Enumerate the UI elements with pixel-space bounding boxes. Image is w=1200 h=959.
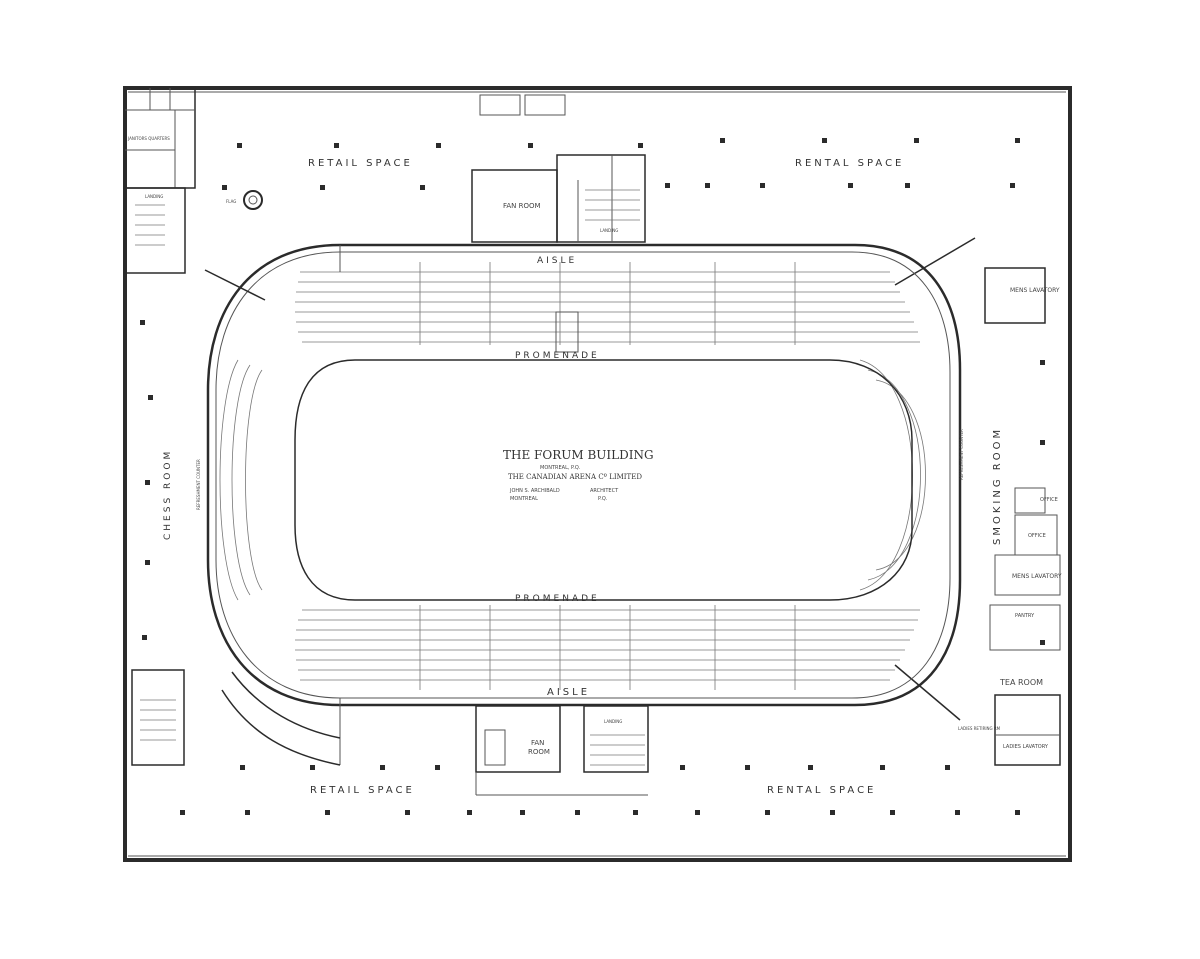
- structural-columns: [140, 138, 1045, 815]
- building-outline: [123, 86, 1072, 862]
- plan-labels: RETAIL SPACE RENTAL SPACE RETAIL SPACE R…: [127, 136, 1062, 796]
- label-rental-bottom-left: RETAIL SPACE: [310, 785, 415, 796]
- label-fan-room-bottom-2: ROOM: [528, 748, 550, 756]
- bottom-left-service-rooms: [131, 669, 185, 766]
- label-landing-top: LANDING: [600, 228, 618, 233]
- label-landing-bottom: LANDING: [604, 719, 622, 724]
- label-aisle-bottom: AISLE: [547, 687, 590, 698]
- top-left-service-rooms: [124, 87, 196, 274]
- label-rental-bottom-right: RENTAL SPACE: [767, 785, 876, 796]
- label-smoking-room: SMOKING ROOM: [992, 427, 1003, 545]
- title-block: THE FORUM BUILDING MONTREAL, P.Q. THE CA…: [503, 448, 654, 502]
- label-chess-room: CHESS ROOM: [163, 449, 173, 540]
- plan-title: THE FORUM BUILDING: [503, 448, 654, 462]
- plan-architect-role: ARCHITECT: [590, 488, 619, 494]
- label-flag: FLAG: [226, 199, 236, 204]
- plan-location: MONTREAL, P.Q.: [540, 465, 581, 471]
- plan-architect-city: MONTREAL: [510, 496, 538, 502]
- bottom-left-ramp: [204, 269, 341, 766]
- label-refreshment-counter-right: REFRESHMENT COUNTER: [959, 429, 964, 480]
- label-promenade-top: PROMENADE: [515, 351, 600, 361]
- label-ladies-retiring: LADIES RETIRING RM: [958, 726, 1001, 731]
- label-refreshment-counter-left: REFRESHMENT COUNTER: [196, 459, 201, 510]
- label-fan-room-bottom-1: FAN: [531, 739, 544, 747]
- label-aisle-top: AISLE: [537, 256, 577, 266]
- label-office: OFFICE: [1040, 497, 1058, 503]
- top-fan-room-block: [471, 94, 646, 243]
- arena-floor: [294, 245, 913, 765]
- label-promenade-bottom: PROMENADE: [515, 594, 600, 604]
- label-fan-room-top: FAN ROOM: [503, 202, 541, 210]
- label-tea-room: TEA ROOM: [999, 678, 1043, 687]
- label-ladies-lavatory: LADIES LAVATORY: [1003, 744, 1049, 750]
- label-mens-lavatory-top: MENS LAVATORY: [1010, 287, 1060, 294]
- label-janitors-quarters: JANITORS QUARTERS: [127, 136, 170, 141]
- label-office-2: OFFICE: [1028, 533, 1046, 539]
- label-rental-top-left: RETAIL SPACE: [308, 158, 413, 169]
- label-mens-lavatory-right: MENS LAVATORY: [1012, 573, 1062, 580]
- right-side-rooms: [894, 237, 1061, 766]
- plan-owner: THE CANADIAN ARENA Cº LIMITED: [508, 473, 642, 481]
- label-landing-left: LANDING: [145, 194, 163, 199]
- label-rental-top-right: RENTAL SPACE: [795, 158, 904, 169]
- seating-top: [295, 262, 920, 345]
- plan-architect-name: JOHN S. ARCHIBALD: [509, 488, 560, 494]
- plan-architect-prov: P.Q.: [598, 496, 608, 502]
- label-pantry: PANTRY: [1015, 613, 1035, 619]
- seating-bottom: [295, 605, 920, 690]
